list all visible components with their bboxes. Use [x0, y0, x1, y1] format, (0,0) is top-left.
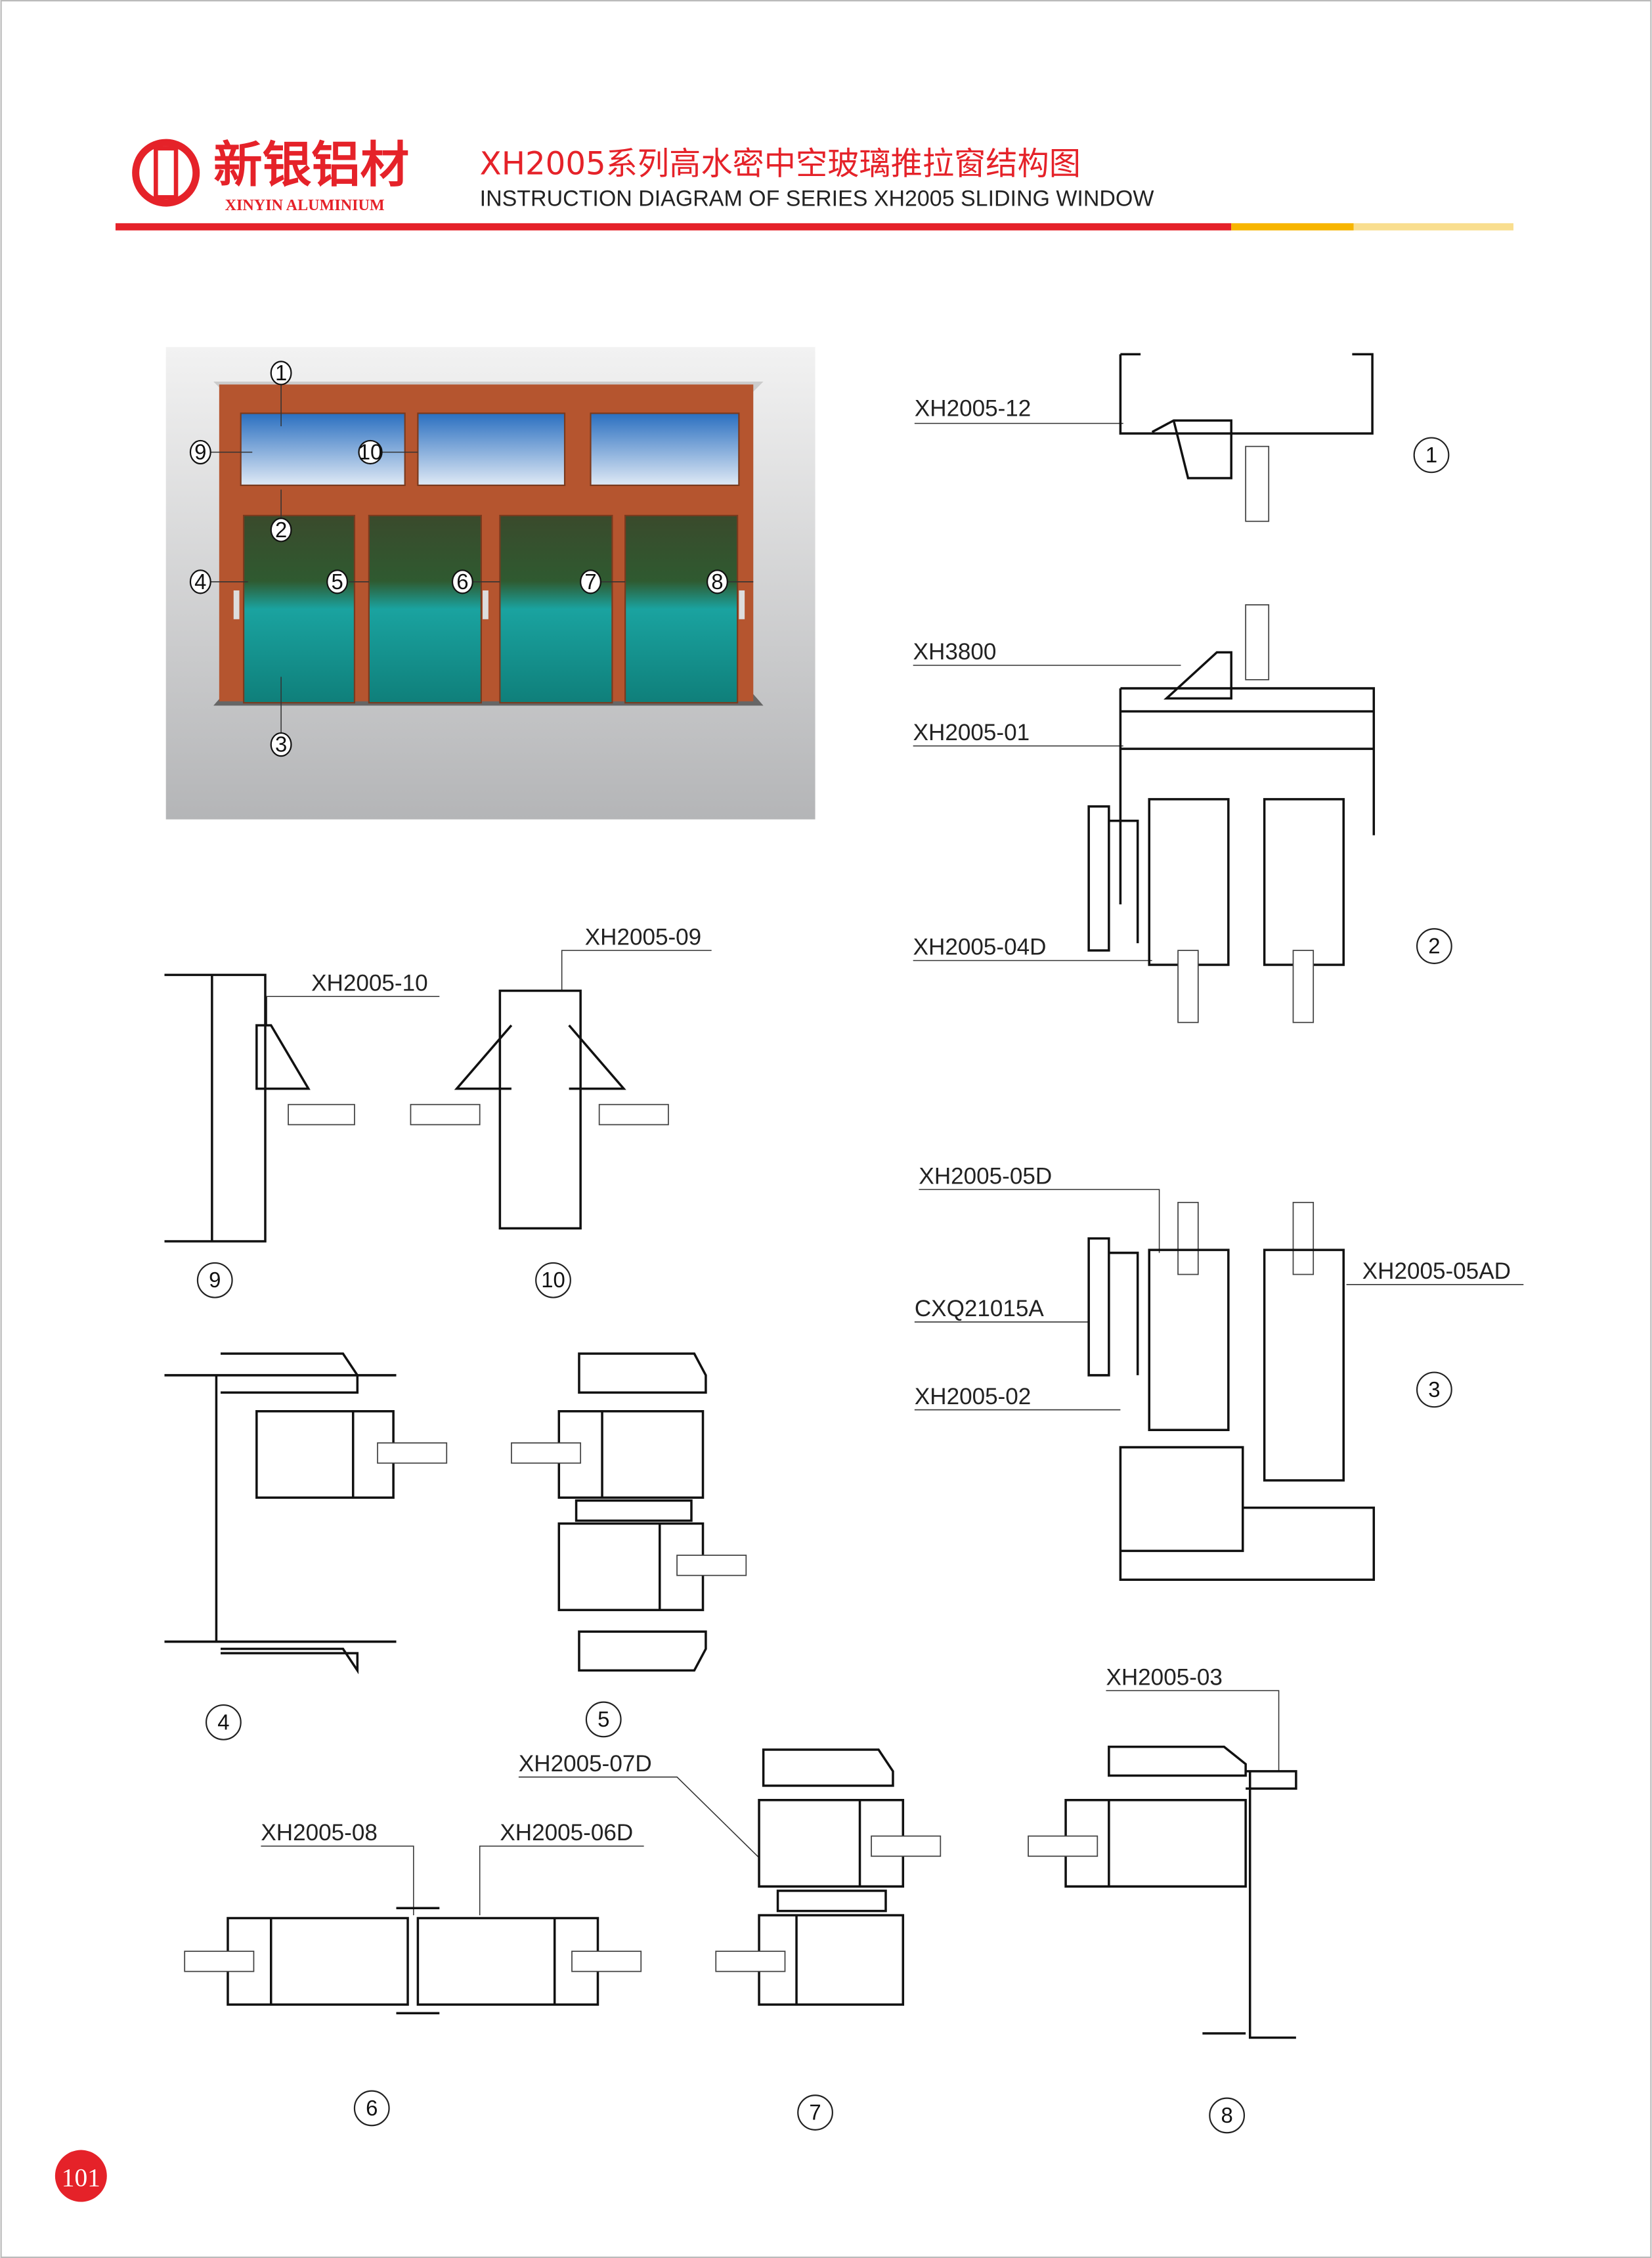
- svg-text:6: 6: [366, 2096, 378, 2120]
- title-cn: XH2005系列高水密中空玻璃推拉窗结构图: [480, 145, 1081, 182]
- section-number-3: 3: [1416, 1371, 1452, 1408]
- section-3-sill-profile: XH2005-05D CXQ21015A XH2005-02 XH2005-05…: [915, 1163, 1524, 1582]
- callout-3: 3: [270, 732, 292, 757]
- section-number-2: 2: [1416, 928, 1452, 964]
- svg-text:4: 4: [194, 569, 206, 594]
- callout-4: 4: [189, 569, 211, 594]
- callout-8: 8: [706, 569, 728, 594]
- section-4-jamb-profile: 4: [164, 1352, 448, 1740]
- svg-text:10: 10: [359, 439, 383, 464]
- brand-logo: 新银铝材 XINYIN ALUMINIUM: [132, 136, 409, 214]
- header: 新银铝材 XINYIN ALUMINIUM XH2005系列高水密中空玻璃推拉窗…: [115, 136, 1513, 231]
- brand-name-en: XINYIN ALUMINIUM: [225, 197, 385, 214]
- svg-text:7: 7: [809, 2100, 821, 2125]
- svg-text:1: 1: [1425, 443, 1437, 467]
- section-number-1: 1: [1413, 437, 1450, 474]
- svg-text:8: 8: [711, 569, 723, 594]
- section-number-10: 10: [535, 1262, 571, 1298]
- callout-9: 9: [189, 439, 211, 465]
- part-label: XH2005-07D: [519, 1751, 652, 1777]
- title-en: INSTRUCTION DIAGRAM OF SERIES XH2005 SLI…: [480, 187, 1154, 211]
- section-number-8: 8: [1209, 2097, 1246, 2134]
- section-7-sash-profile: XH2005-07D 7: [519, 1748, 942, 2131]
- callout-2: 2: [270, 518, 292, 542]
- part-label: XH2005-09: [585, 924, 701, 950]
- svg-text:3: 3: [275, 732, 287, 757]
- part-label: XH2005-03: [1106, 1664, 1222, 1690]
- part-label: XH2005-08: [261, 1820, 377, 1846]
- brand-name-cn: 新银铝材: [213, 136, 409, 193]
- part-label: XH2005-01: [913, 720, 1030, 745]
- svg-text:9: 9: [194, 439, 206, 464]
- photo-callouts: 1 2 3 4 5 6 7 8 9 10: [189, 361, 728, 757]
- callout-5: 5: [326, 569, 349, 594]
- section-6-meeting-profile: XH2005-08 XH2005-06D 6: [184, 1820, 644, 2127]
- section-number-7: 7: [797, 2094, 833, 2131]
- svg-text:4: 4: [217, 1710, 229, 1734]
- svg-text:2: 2: [1428, 934, 1440, 958]
- section-9-side-profile: XH2005-10 9: [164, 971, 440, 1298]
- page-number: 101: [62, 2163, 100, 2192]
- svg-text:5: 5: [331, 569, 343, 594]
- section-1-head-profile: XH2005-12 1: [915, 353, 1450, 522]
- section-2-head-profile: XH3800 XH2005-01 XH2005-04D 2: [913, 604, 1452, 1023]
- part-label: XH2005-10: [311, 971, 427, 996]
- svg-text:1: 1: [275, 361, 287, 385]
- svg-text:3: 3: [1428, 1377, 1440, 1402]
- section-10-mullion-profile: XH2005-09 10: [410, 924, 712, 1298]
- section-8-jamb-profile: XH2005-03 8: [1028, 1664, 1297, 2134]
- svg-text:9: 9: [209, 1268, 221, 1292]
- header-rule-red: [115, 223, 1232, 231]
- section-number-6: 6: [353, 2090, 390, 2127]
- callout-10: 10: [358, 439, 383, 465]
- svg-text:5: 5: [598, 1707, 609, 1731]
- part-label: XH2005-05AD: [1362, 1258, 1511, 1284]
- svg-text:7: 7: [584, 569, 596, 594]
- page-number-badge: 101: [54, 2150, 107, 2202]
- callout-1: 1: [270, 361, 292, 386]
- part-label: XH2005-06D: [500, 1820, 633, 1846]
- svg-text:8: 8: [1221, 2103, 1232, 2127]
- part-label: XH2005-02: [915, 1384, 1031, 1409]
- svg-text:2: 2: [275, 518, 287, 542]
- callout-7: 7: [580, 569, 601, 594]
- section-number-9: 9: [196, 1262, 233, 1298]
- part-label: XH3800: [913, 639, 997, 665]
- header-rule-fade: [1353, 223, 1513, 231]
- svg-text:6: 6: [456, 569, 468, 594]
- part-label: XH2005-05D: [919, 1163, 1052, 1189]
- section-number-5: 5: [585, 1701, 622, 1738]
- section-number-4: 4: [205, 1704, 242, 1740]
- callout-6: 6: [451, 569, 473, 594]
- svg-text:10: 10: [541, 1268, 565, 1292]
- part-label: XH2005-04D: [913, 935, 1047, 960]
- window-photo: 1 2 3 4 5 6 7 8 9 10: [165, 347, 815, 820]
- section-5-interlock-profile: 5: [511, 1352, 747, 1738]
- header-rule-yellow: [1231, 223, 1354, 231]
- part-label: CXQ21015A: [915, 1296, 1045, 1321]
- part-label: XH2005-12: [915, 396, 1031, 422]
